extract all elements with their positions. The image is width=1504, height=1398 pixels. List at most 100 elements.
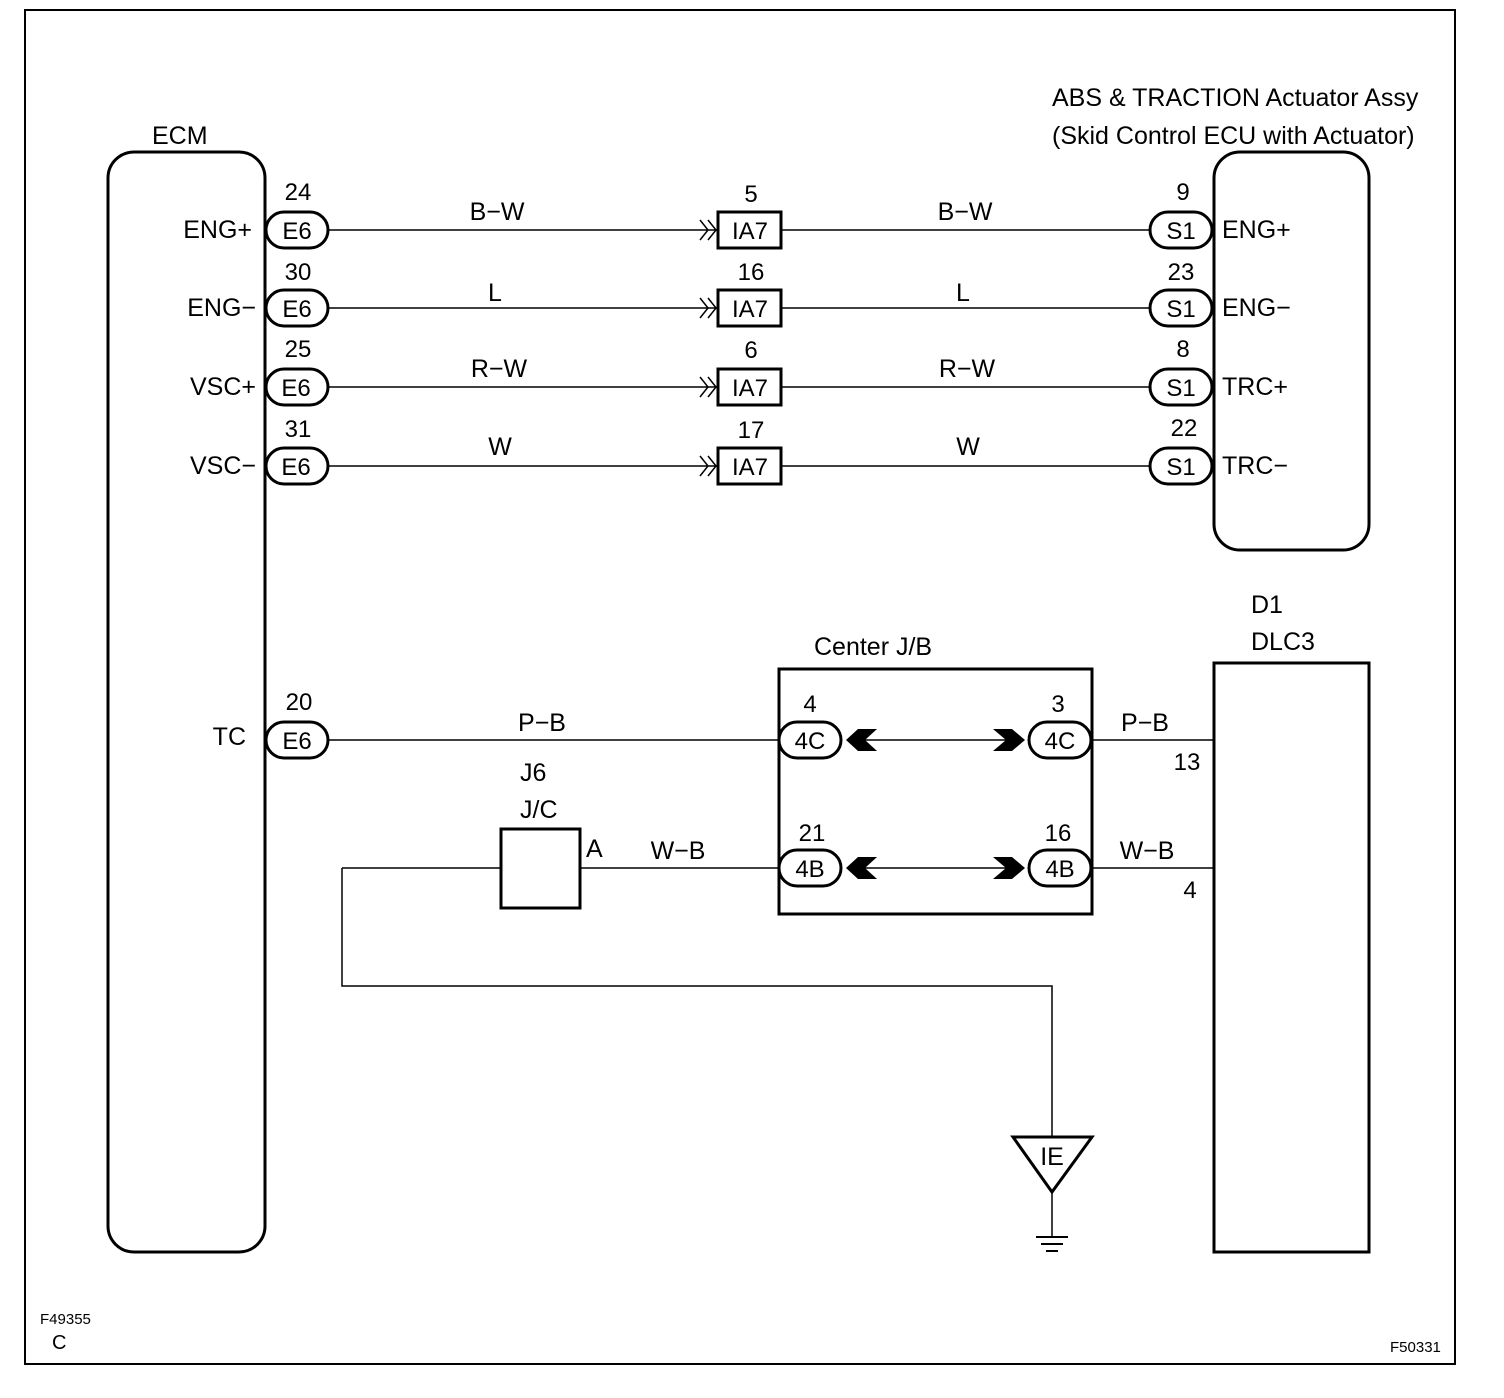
inline-connector	[716, 367, 783, 407]
wire-color-left: R−W	[471, 355, 528, 383]
row-vsc-plus: VSC+ 25 E6 R−W 6 IA7 R−W 8 S1 TRC+	[190, 336, 1288, 407]
wire-color-right: W	[956, 433, 980, 461]
wire-color-in: P−B	[518, 709, 566, 737]
ecm-pin-label: VSC−	[190, 452, 256, 480]
actuator-connector-label: S1	[1166, 375, 1195, 402]
male-terminal-icon	[993, 729, 1025, 751]
actuator-connector	[1148, 210, 1214, 250]
actuator-connector	[1148, 367, 1214, 407]
row-vsc-minus: VSC− 31 E6 W 17 IA7 W 22 S1 TRC−	[190, 415, 1288, 486]
wire-color-left: B−W	[470, 198, 525, 226]
jb-right-pin-number: 16	[1045, 820, 1072, 847]
jb-left-pin-number: 21	[799, 820, 826, 847]
actuator-title-line2: (Skid Control ECU with Actuator)	[1052, 122, 1415, 150]
inline-connector-label: IA7	[732, 218, 768, 245]
ecm-pin-label: ENG+	[183, 216, 252, 244]
row-eng-minus: ENG− 30 E6 L 16 IA7 L 23 S1 ENG−	[187, 259, 1291, 328]
actuator-connector-label: S1	[1166, 296, 1195, 323]
junction-title-line1: J6	[520, 759, 546, 787]
male-connector-icon	[699, 219, 717, 241]
footer-left-letter: C	[52, 1332, 66, 1354]
jb-left-connector-label: 4B	[795, 856, 824, 883]
center-jb-title: Center J/B	[814, 633, 932, 661]
ecm-block	[106, 150, 267, 1254]
wire-color-right: B−W	[938, 198, 993, 226]
ecm-title: ECM	[152, 122, 208, 150]
ecm-connector-label: E6	[281, 375, 310, 402]
junction-pin: A	[586, 835, 603, 863]
actuator-pin-label: TRC−	[1222, 452, 1288, 480]
ecm-pin-label: ENG−	[187, 294, 256, 322]
actuator-pin-number: 9	[1176, 179, 1189, 206]
wire-color-out: P−B	[1121, 709, 1169, 737]
ecm-pin-number: 30	[285, 259, 312, 286]
jb-left-connector	[777, 848, 843, 888]
female-terminal-icon	[846, 729, 877, 751]
actuator-title-line1: ABS & TRACTION Actuator Assy	[1052, 84, 1419, 112]
ecm-connector-label: E6	[282, 296, 311, 323]
actuator-pin-number: 8	[1176, 336, 1189, 363]
male-terminal-icon	[993, 857, 1025, 879]
female-terminal-icon	[846, 857, 877, 879]
jb-left-connector	[777, 720, 843, 760]
inline-connector	[716, 288, 783, 328]
ecm-pin-label: TC	[213, 723, 246, 751]
row-tc: TC 20 E6 P−B 4 4C 3 4C P−B TC 13	[213, 689, 1256, 776]
diagram-frame	[24, 9, 1456, 1365]
footer-right-code: F50331	[1390, 1339, 1441, 1356]
inline-connector-label: IA7	[732, 375, 768, 402]
ecm-pin-label: VSC+	[190, 373, 256, 401]
male-connector-icon	[699, 297, 717, 319]
ecm-pin-number: 25	[285, 336, 312, 363]
actuator-connector-label: S1	[1166, 454, 1195, 481]
ecm-pin-number: 24	[285, 179, 312, 206]
actuator-block	[1212, 150, 1371, 552]
dlc3-pin-number: 13	[1174, 749, 1201, 776]
footer-left-code: F49355	[40, 1311, 91, 1328]
actuator-pin-label: TRC+	[1222, 373, 1288, 401]
ground-wire	[341, 868, 1053, 1137]
dlc3-title-line2: DLC3	[1251, 628, 1315, 656]
jb-left-connector-label: 4C	[795, 728, 826, 755]
inline-connector-label: IA7	[732, 296, 768, 323]
ecm-pin-number: 31	[285, 416, 312, 443]
ecm-connector-label: E6	[281, 454, 310, 481]
jb-right-connector-label: 4C	[1045, 728, 1076, 755]
junction-title-line2: J/C	[520, 796, 558, 824]
jb-right-pin-number: 3	[1051, 691, 1064, 718]
jb-right-connector-label: 4B	[1045, 856, 1074, 883]
ecm-connector-label: E6	[282, 218, 311, 245]
actuator-connector-label: S1	[1166, 218, 1195, 245]
male-connector-icon	[699, 376, 717, 398]
ecm-connector-label: E6	[282, 728, 311, 755]
wire-color-right: L	[956, 279, 970, 307]
wire-color-in: W−B	[651, 837, 706, 865]
wire-color-left: W	[488, 433, 512, 461]
dlc3-title-line1: D1	[1251, 591, 1283, 619]
actuator-pin-label: ENG+	[1222, 216, 1291, 244]
wire-color-out: W−B	[1120, 837, 1175, 865]
inline-pin-number: 17	[738, 417, 765, 444]
male-connector-icon	[699, 455, 717, 477]
inline-connector	[716, 446, 783, 486]
actuator-pin-number: 22	[1171, 415, 1198, 442]
dlc3-block	[1212, 661, 1371, 1254]
inline-pin-number: 5	[744, 181, 757, 208]
actuator-pin-label: ENG−	[1222, 294, 1291, 322]
ecm-pin-number: 20	[286, 689, 313, 716]
inline-connector-label: IA7	[732, 454, 768, 481]
wire-color-left: L	[488, 279, 502, 307]
actuator-connector	[1148, 446, 1214, 486]
actuator-connector	[1148, 288, 1214, 328]
jb-left-pin-number: 4	[803, 691, 816, 718]
row-cg: W−B 21 4B 16 4B W−B CG 4	[342, 820, 1262, 904]
dlc3-pin-number: 4	[1183, 877, 1196, 904]
actuator-pin-number: 23	[1168, 259, 1195, 286]
junction-connector	[499, 827, 582, 910]
earth-ground-icon	[1036, 1236, 1068, 1252]
wire-color-right: R−W	[939, 355, 996, 383]
ground-label: IE	[1040, 1143, 1064, 1171]
ground-triangle-icon	[1010, 1135, 1095, 1195]
row-eng-plus: ENG+ 24 E6 B−W 5 IA7 B−W 9 S1 ENG+	[183, 179, 1291, 250]
